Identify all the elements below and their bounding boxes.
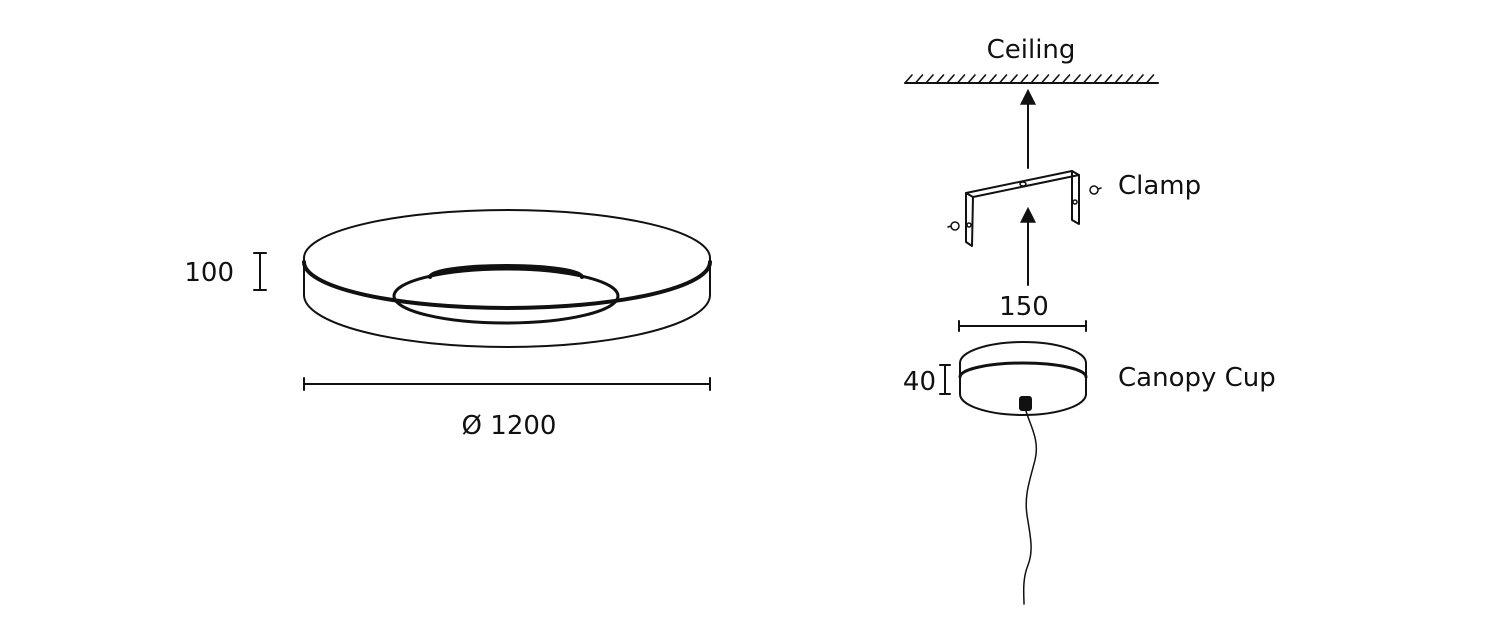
hatch-line <box>904 74 913 84</box>
hatch-line <box>914 74 924 84</box>
height-dimension: 100 <box>184 252 267 291</box>
hatch-line <box>935 74 945 84</box>
hatch-line <box>1061 74 1071 84</box>
ring-top-front <box>302 260 712 310</box>
mounting-assembly: Ceiling Clamp <box>903 35 1276 605</box>
ring-lamp: 100 Ø 1200 <box>184 209 712 441</box>
hatch-line <box>1135 74 1144 84</box>
hatch-line <box>1072 74 1081 84</box>
hatch-line <box>977 74 987 84</box>
hatch-line <box>946 74 955 84</box>
hatch-line <box>967 74 976 84</box>
hatch-line <box>1009 74 1018 84</box>
ceiling-hatch <box>904 74 1159 84</box>
hatch-line <box>1093 74 1102 84</box>
ring-inner-rim <box>428 264 584 279</box>
hatch-line <box>1145 74 1155 84</box>
hatch-line <box>998 74 1008 84</box>
canopy-height-dimension: 40 <box>903 364 951 397</box>
canopy-width-dimension: 150 <box>958 292 1087 332</box>
ring-inner-hole <box>392 267 620 325</box>
hatch-line <box>1051 74 1060 84</box>
clamp-bracket <box>965 170 1080 247</box>
clamp-label: Clamp <box>1118 171 1201 201</box>
canopy-width-label: 150 <box>999 292 1049 322</box>
hatch-line <box>1103 74 1113 84</box>
clamp-screw-left <box>947 221 960 231</box>
ceiling-label: Ceiling <box>987 35 1076 65</box>
hatch-line <box>1114 74 1123 84</box>
hatch-line <box>1040 74 1050 84</box>
hatch-line <box>1030 74 1039 84</box>
cable-gland <box>1019 396 1032 411</box>
diameter-dimension: Ø 1200 <box>303 377 711 441</box>
hatch-line <box>1124 74 1134 84</box>
ring-bottom-outer <box>303 294 711 348</box>
diameter-label: Ø 1200 <box>462 411 557 441</box>
clamp-screw-right <box>1089 185 1102 195</box>
canopy-cup <box>958 341 1088 416</box>
hatch-line <box>988 74 997 84</box>
hatch-line <box>956 74 966 84</box>
suspension-cable <box>1022 410 1038 605</box>
hatch-line <box>1082 74 1092 84</box>
hatch-line <box>1019 74 1029 84</box>
ring-top-back <box>303 209 711 259</box>
canopy-label: Canopy Cup <box>1118 363 1276 393</box>
hatch-line <box>925 74 934 84</box>
canopy-height-label: 40 <box>903 367 936 397</box>
height-label: 100 <box>184 258 234 288</box>
